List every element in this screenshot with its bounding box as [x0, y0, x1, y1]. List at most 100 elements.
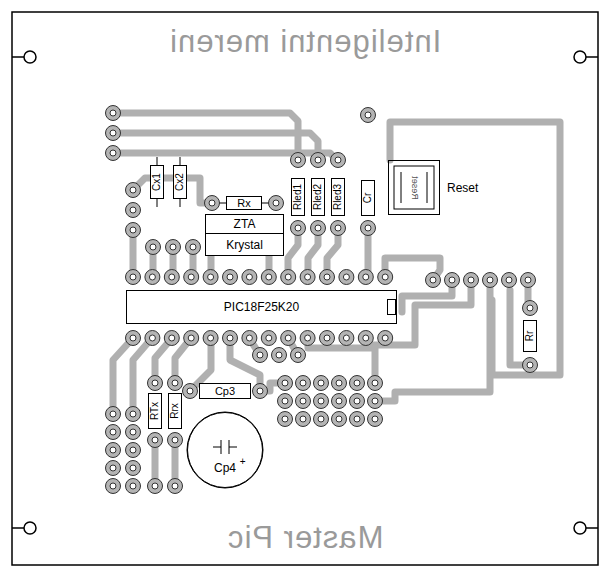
pad-ring: [311, 221, 326, 236]
electrolytic-capacitor: Cp4+: [187, 412, 263, 488]
solder-pad: [126, 270, 141, 285]
capacitor-symbol: Cp3: [199, 383, 251, 399]
capacitor-symbol: Cr: [361, 180, 375, 216]
part-label: Rr: [525, 331, 535, 342]
solder-pad: [339, 331, 354, 346]
pad-hole: [130, 447, 136, 453]
solder-pad: [278, 412, 293, 427]
pad-ring: [164, 331, 179, 346]
microcontroller-chip: PIC18F25K20: [126, 290, 397, 324]
solder-pad: [242, 270, 257, 285]
pad-hole: [336, 416, 342, 422]
pad-ring: [242, 270, 257, 285]
pad-hole: [172, 437, 178, 443]
solder-pad: [261, 331, 276, 346]
copper-traces: [113, 113, 560, 486]
pad-hole: [208, 274, 214, 280]
pad-hole: [282, 380, 288, 386]
solder-pad: [148, 433, 163, 448]
solder-pad: [378, 331, 393, 346]
pad-ring: [314, 394, 329, 409]
pad-hole: [382, 274, 388, 280]
part-label: Rled1: [293, 184, 303, 210]
solder-pad: [106, 461, 121, 476]
pad-ring: [145, 270, 160, 285]
pad-ring: [358, 270, 373, 285]
solder-pad: [281, 331, 296, 346]
solder-pad: [164, 270, 179, 285]
solder-pad: [126, 223, 141, 238]
solder-pad: [358, 270, 373, 285]
pad-ring: [311, 153, 326, 168]
pad-hole: [190, 244, 196, 250]
part-label: Rx: [237, 198, 250, 209]
solder-pad: [339, 270, 354, 285]
pad-hole: [227, 335, 233, 341]
solder-pad: [523, 301, 538, 316]
solder-pad: [278, 376, 293, 391]
solder-pad: [314, 376, 329, 391]
pad-hole: [315, 225, 321, 231]
pad-hole: [209, 200, 215, 206]
part-label: Cr: [363, 193, 373, 204]
pad-ring: [106, 443, 121, 458]
pad-hole: [273, 200, 279, 206]
mounting-hole: [574, 51, 586, 63]
pad-ring: [361, 221, 376, 236]
pad-ring: [350, 412, 365, 427]
crystal-box: ZTAKrystal: [205, 214, 284, 256]
trace: [375, 280, 490, 401]
pad-ring: [269, 196, 284, 211]
solder-pad: [291, 348, 306, 363]
resistor-symbol: Rled2: [311, 178, 325, 216]
part-label: PIC18F25K20: [224, 301, 299, 313]
pad-ring: [291, 221, 306, 236]
pad-ring: [146, 240, 161, 255]
pad-ring: [278, 376, 293, 391]
switch-contact: [401, 172, 427, 203]
pad-hole: [365, 112, 371, 118]
pad-hole: [110, 150, 116, 156]
solder-pad: [332, 376, 347, 391]
pad-ring: [126, 331, 141, 346]
corner-mark: [12, 56, 24, 58]
resistor-symbol: Rx: [226, 196, 262, 210]
solder-pad: [261, 270, 276, 285]
pad-ring: [203, 331, 218, 346]
solder-pad: [426, 273, 441, 288]
pad-hole: [257, 352, 263, 358]
solder-pad: [203, 270, 218, 285]
pad-ring: [126, 203, 141, 218]
solder-pad: [332, 412, 347, 427]
pad-hole: [152, 380, 158, 386]
pad-ring: [148, 479, 163, 494]
pad-ring: [145, 331, 160, 346]
part-label: Rled3: [333, 184, 343, 210]
pad-hole: [257, 388, 263, 394]
pad-hole: [300, 416, 306, 422]
pad-ring: [126, 479, 141, 494]
solder-pad: [361, 108, 376, 123]
pad-ring: [521, 273, 536, 288]
pad-ring: [523, 358, 538, 373]
solder-pad: [106, 425, 121, 440]
pad-hole: [372, 380, 378, 386]
pad-ring: [168, 376, 183, 391]
pad-hole: [354, 380, 360, 386]
pad-ring: [183, 384, 198, 399]
pad-ring: [278, 394, 293, 409]
pad-hole: [130, 274, 136, 280]
pad-hole: [363, 274, 369, 280]
pad-ring: [148, 433, 163, 448]
mounting-hole: [24, 51, 36, 63]
pad-hole: [266, 274, 272, 280]
pad-hole: [295, 225, 301, 231]
pad-ring: [242, 331, 257, 346]
resistor-symbol: Rled1: [291, 178, 305, 216]
solder-pad: [269, 196, 284, 211]
solder-pad: [145, 270, 160, 285]
pad-ring: [278, 412, 293, 427]
solder-pad: [184, 270, 199, 285]
pad-ring: [106, 106, 121, 121]
pad-ring: [332, 412, 347, 427]
